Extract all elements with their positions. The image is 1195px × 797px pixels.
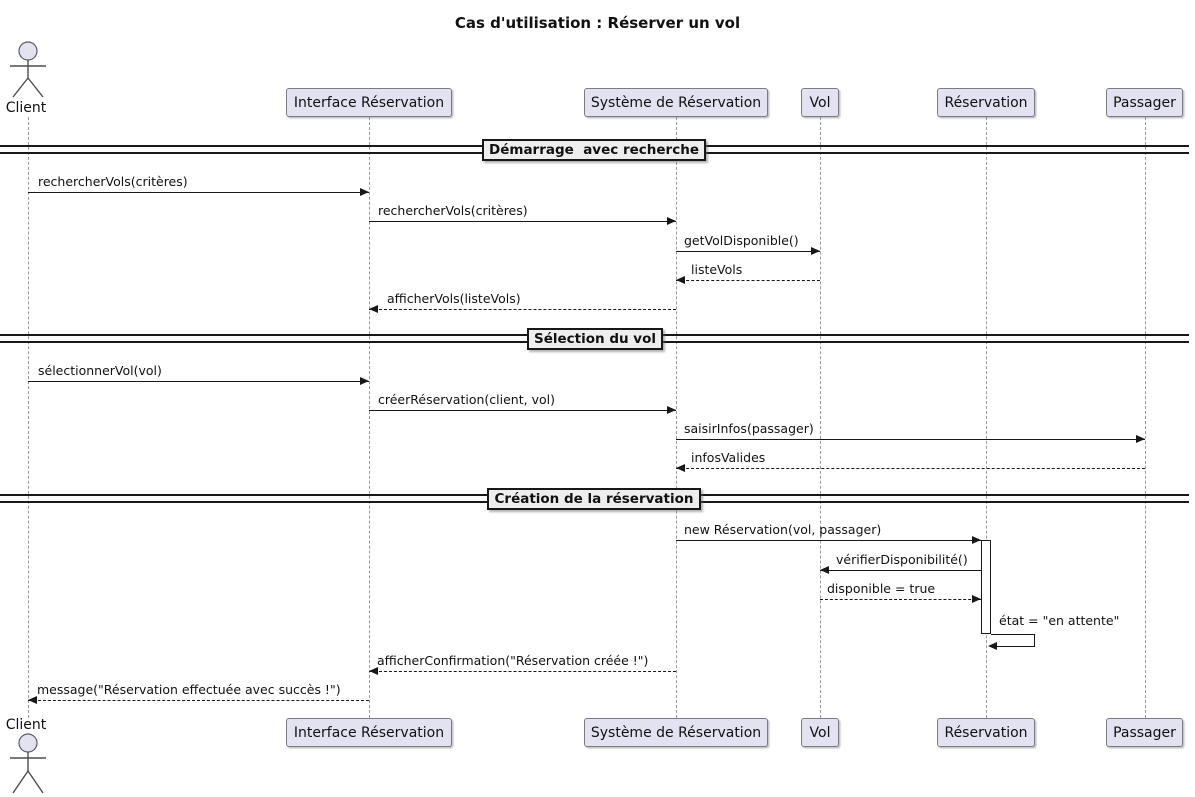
arrowhead-left	[369, 667, 378, 675]
message-line	[369, 410, 676, 411]
divider-label: Sélection du vol	[533, 331, 656, 347]
arrowhead-left	[820, 566, 829, 574]
divider-creation-de-la-reservation: Création de la réservation	[487, 488, 701, 510]
message-line	[28, 700, 369, 701]
arrowhead-right	[972, 536, 981, 544]
message-label: disponible = true	[827, 581, 936, 596]
participant-interface-reservation-bottom: Interface Réservation	[286, 718, 452, 747]
arrowhead-left	[676, 464, 685, 472]
message-line	[28, 192, 369, 193]
self-message-side-line	[1034, 634, 1035, 646]
arrowhead-right	[1136, 435, 1145, 443]
arrowhead-right	[667, 217, 676, 225]
arrowhead-right	[360, 377, 369, 385]
divider-label: Création de la réservation	[494, 491, 694, 507]
participant-vol-top: Vol	[801, 88, 839, 117]
lifeline-client	[28, 117, 29, 718]
actor-client-label-bottom: Client	[5, 717, 47, 733]
lifeline-passager	[1145, 117, 1146, 718]
message-label: créerRéservation(client, vol)	[378, 392, 555, 407]
message-label: vérifierDisponibilité()	[836, 552, 968, 567]
message-line	[676, 251, 820, 252]
message-label: infosValides	[691, 450, 766, 465]
divider-label: Démarrage avec recherche	[489, 142, 699, 158]
divider-selection-du-vol: Sélection du vol	[527, 328, 663, 350]
diagram-title: Cas d'utilisation : Réserver un vol	[454, 14, 741, 32]
message-line	[676, 280, 820, 281]
message-label: rechercherVols(critères)	[378, 203, 528, 218]
self-message-bottom-line	[996, 646, 1035, 647]
participant-passager-bottom: Passager	[1106, 718, 1183, 747]
arrowhead-right	[667, 406, 676, 414]
message-line	[676, 540, 981, 541]
participant-systeme-de-reservation-bottom: Système de Réservation	[584, 718, 768, 747]
self-message-top-line	[991, 634, 1035, 635]
participant-passager-top: Passager	[1106, 88, 1183, 117]
arrowhead-right	[811, 247, 820, 255]
actor-client-icon	[10, 41, 46, 98]
actor-client-label-top: Client	[5, 100, 47, 116]
message-line	[820, 570, 981, 571]
message-line	[820, 599, 981, 600]
message-label: rechercherVols(critères)	[38, 174, 188, 189]
participant-systeme-de-reservation-top: Système de Réservation	[584, 88, 768, 117]
arrowhead-left	[369, 305, 378, 313]
participant-reservation-bottom: Réservation	[937, 718, 1035, 747]
participant-interface-reservation-top: Interface Réservation	[286, 88, 452, 117]
message-line	[369, 309, 676, 310]
actor-client-icon-bottom	[10, 733, 46, 794]
participant-vol-bottom: Vol	[801, 718, 839, 747]
message-label: afficherConfirmation("Réservation créée …	[377, 653, 649, 668]
arrowhead-right	[360, 188, 369, 196]
lifeline-systeme-de-reservation	[676, 117, 677, 718]
message-label: message("Réservation effectuée avec succ…	[37, 682, 341, 697]
arrowhead-left	[676, 276, 685, 284]
message-line	[369, 671, 676, 672]
message-line	[369, 221, 676, 222]
arrowhead-left	[988, 642, 997, 650]
divider-demarrage-avec-recherche: Démarrage avec recherche	[482, 139, 706, 161]
message-line	[676, 468, 1145, 469]
participant-reservation-top: Réservation	[937, 88, 1035, 117]
message-label: sélectionnerVol(vol)	[38, 363, 162, 378]
arrowhead-left	[28, 696, 37, 704]
message-line	[28, 381, 369, 382]
lifeline-reservation	[986, 117, 987, 718]
lifeline-interface-reservation	[369, 117, 370, 718]
message-label: saisirInfos(passager)	[684, 421, 814, 436]
message-label: new Réservation(vol, passager)	[684, 522, 882, 537]
message-label: état = "en attente"	[999, 613, 1120, 628]
message-line	[676, 439, 1145, 440]
activation-bar-reservation	[981, 540, 991, 634]
arrowhead-right	[972, 595, 981, 603]
message-label: getVolDisponible()	[684, 233, 799, 248]
message-label: listeVols	[691, 262, 743, 277]
lifeline-vol	[820, 117, 821, 718]
message-label: afficherVols(listeVols)	[387, 291, 521, 306]
